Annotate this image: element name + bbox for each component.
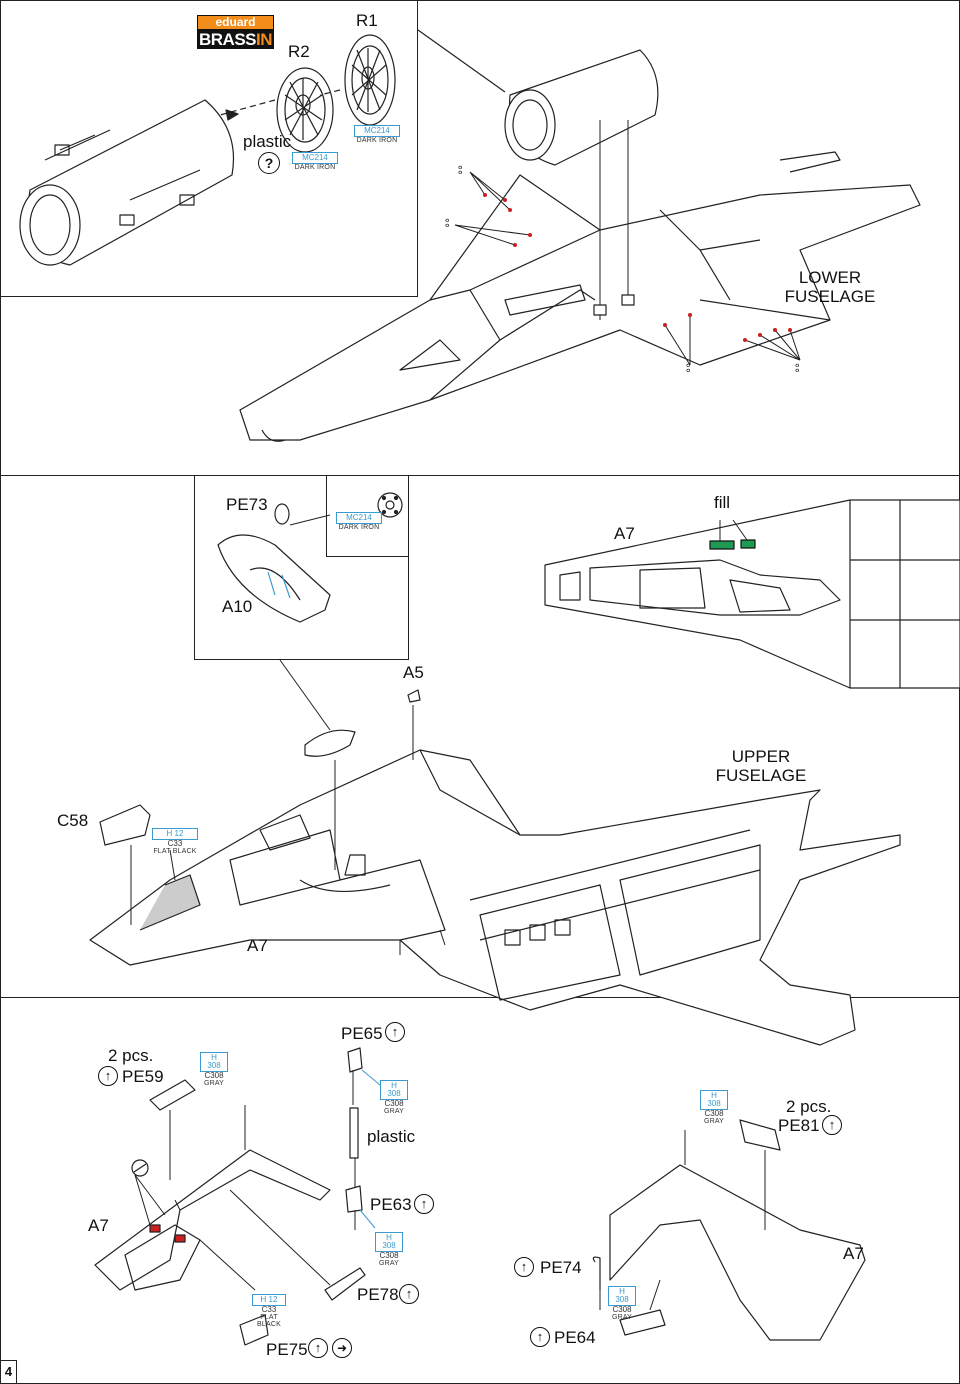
label-upper-fuselage: UPPER FUSELAGE	[715, 747, 807, 785]
bend-icon-pe65: ↑	[385, 1022, 405, 1042]
paint-callout-h308-pe59: H 308 C308 GRAY	[200, 1052, 228, 1087]
paint-callout-h308-pe81: H 308 C308 GRAY	[700, 1090, 728, 1125]
bend-icon-pe64: ↑	[530, 1327, 550, 1347]
drill-hole-markers	[483, 193, 792, 342]
label-a7-right: A7	[843, 1244, 864, 1263]
label-lower-fuselage: LOWER FUSELAGE	[784, 268, 876, 306]
paint-callout-h308-pe74: H 308 C308 GRAY	[608, 1286, 636, 1321]
inset-frame-pe73	[194, 475, 409, 660]
exhaust-nozzle-inset	[19, 99, 235, 266]
canopy-part	[304, 729, 356, 757]
label-r1: R1	[356, 11, 378, 30]
label-a7-left: A7	[88, 1216, 109, 1235]
label-pe78: PE78	[357, 1285, 399, 1304]
bend-icon-pe78: ↑	[399, 1284, 419, 1304]
fill-area-green-1	[709, 540, 735, 550]
spring-icon-3: ⦂	[686, 359, 691, 376]
bend-icon-pe81: ↑	[822, 1115, 842, 1135]
paint-callout-h308-pe63: H 308 C308 GRAY	[375, 1232, 403, 1267]
pe73-ring	[274, 503, 290, 525]
inset-frame-top	[0, 0, 418, 297]
label-pe73: PE73	[226, 495, 268, 514]
a10-part-drawing	[217, 534, 331, 623]
label-qty-pe59: 2 pcs.	[108, 1046, 154, 1065]
brand-logo: eduard BRASSIN	[197, 15, 274, 49]
paint-callout-mc214-nozzle: MC214 DARK IRON	[354, 125, 400, 144]
label-pe59: PE59	[122, 1067, 164, 1086]
lower-fuselage-drawing	[239, 49, 921, 442]
glue-icon-pe75: ➜	[332, 1338, 352, 1358]
paint-callout-h308-pe65: H 308 C308 GRAY	[380, 1080, 408, 1115]
label-pe65: PE65	[341, 1024, 383, 1043]
question-icon: ?	[258, 152, 280, 174]
paint-callout-mc214-ring: MC214 DARK IRON	[292, 152, 338, 171]
a5-part	[407, 689, 421, 703]
c58-part	[99, 804, 151, 846]
label-a10: A10	[222, 597, 253, 616]
center-detail-drawing	[229, 1047, 381, 1301]
fill-area-green-2	[740, 539, 756, 549]
paint-callout-mc214-pe73: MC214 DARK IRON	[336, 512, 382, 531]
page-number: 4	[0, 1360, 17, 1384]
spring-icon-4: ⦂	[795, 359, 800, 376]
label-fill: fill	[714, 493, 731, 512]
pe73-paint-disc	[377, 492, 403, 518]
label-c58: C58	[57, 811, 89, 830]
spring-icon-1: ⦂	[458, 161, 463, 178]
label-plastic-center: plastic	[367, 1127, 416, 1146]
right-detail-drawing	[592, 1119, 866, 1341]
label-pe63: PE63	[370, 1195, 412, 1214]
label-a7-top: A7	[614, 524, 635, 543]
bend-icon-pe63: ↑	[414, 1194, 434, 1214]
bend-icon-pe74: ↑	[514, 1257, 534, 1277]
spring-icon-2: ⦂	[445, 214, 450, 231]
label-plastic-top: plastic	[243, 132, 292, 151]
r1-turbine-face	[344, 34, 396, 126]
label-pe75: PE75	[266, 1340, 308, 1359]
label-a7-bottom: A7	[247, 936, 268, 955]
left-detail-drawing	[94, 1079, 331, 1346]
label-pe81: PE81	[778, 1116, 820, 1135]
label-qty-pe81: 2 pcs.	[786, 1097, 832, 1116]
brand-logo-top: eduard	[197, 15, 274, 30]
label-r2: R2	[288, 42, 310, 61]
cockpit-top-view	[544, 499, 960, 689]
label-a5: A5	[403, 663, 424, 682]
brand-logo-bottom: BRASSIN	[197, 30, 274, 49]
bend-icon-pe75: ↑	[308, 1338, 328, 1358]
paint-callout-h12-pe75: H 12 C33 FLAT BLACK	[252, 1294, 286, 1328]
paint-callout-h12-cockpit: H 12 C33 FLAT BLACK	[152, 828, 198, 855]
label-pe64: PE64	[554, 1328, 596, 1347]
bend-icon-pe59: ↑	[98, 1066, 118, 1086]
label-pe74: PE74	[540, 1258, 582, 1277]
upper-fuselage-drawing	[89, 749, 901, 1046]
